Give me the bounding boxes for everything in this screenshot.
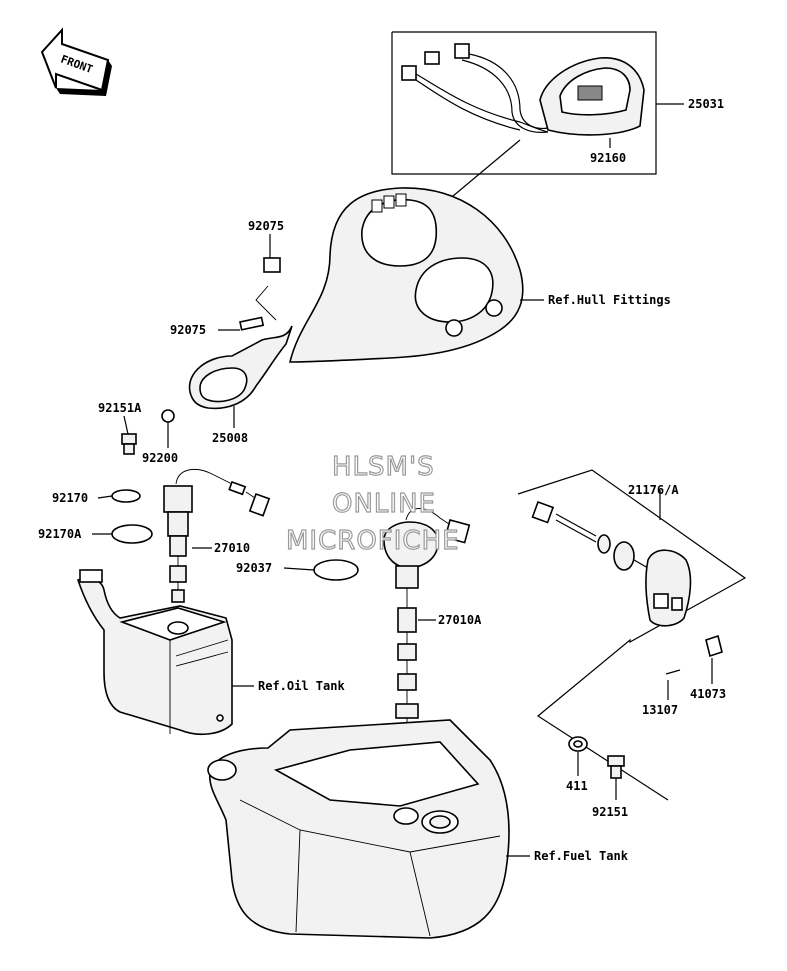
callout-21176A: 21176/A — [628, 483, 679, 497]
callout-92075-lower: 92075 — [170, 323, 206, 337]
part-92075-clip — [263, 257, 281, 273]
callout-27010A: 27010A — [438, 613, 482, 627]
callout-ref-hull-fittings: Ref.Hull Fittings — [548, 293, 671, 307]
hull-fitting — [288, 187, 544, 363]
callout-13107: 13107 — [642, 703, 678, 717]
callout-92075-upper: 92075 — [248, 219, 284, 233]
callout-92200: 92200 — [142, 451, 178, 465]
callout-25008: 25008 — [212, 431, 248, 445]
part-92151-bolt — [607, 755, 625, 779]
callout-92151: 92151 — [592, 805, 628, 819]
part-27010-sensor — [163, 468, 271, 603]
watermark-line-1: HLSM'S — [332, 452, 435, 482]
part-92037-clamp — [313, 559, 359, 581]
callout-92160: 92160 — [590, 151, 626, 165]
part-92170A-clamp — [111, 524, 153, 544]
watermark: HLSM'S ONLINE MICROFICHE — [285, 451, 460, 556]
callout-92037: 92037 — [236, 561, 272, 575]
fuel-tank — [207, 719, 510, 939]
gauge-assembly-box — [391, 31, 684, 175]
callout-ref-fuel-tank: Ref.Fuel Tank — [534, 849, 629, 863]
cable-assembly-box — [517, 469, 747, 801]
part-92170-clamp — [111, 489, 141, 503]
callout-41073: 41073 — [690, 687, 726, 701]
part-92151A-bolt — [121, 433, 137, 455]
watermark-line-2: ONLINE — [332, 489, 436, 519]
callout-92151A: 92151A — [98, 401, 142, 415]
callout-411: 411 — [566, 779, 588, 793]
part-92200-washer — [161, 409, 175, 423]
part-92075-pin — [239, 316, 265, 331]
part-25008-housing — [188, 325, 293, 428]
callout-25031: 25031 — [688, 97, 724, 111]
callout-ref-oil-tank: Ref.Oil Tank — [258, 679, 345, 693]
part-27010A-sensor — [383, 508, 471, 808]
oil-tank — [76, 569, 233, 736]
callout-27010: 27010 — [214, 541, 250, 555]
watermark-line-3: MICROFICHE — [286, 526, 460, 556]
front-arrow-icon: FRONT — [40, 27, 112, 96]
callout-92170: 92170 — [52, 491, 88, 505]
callout-92170A: 92170A — [38, 527, 82, 541]
